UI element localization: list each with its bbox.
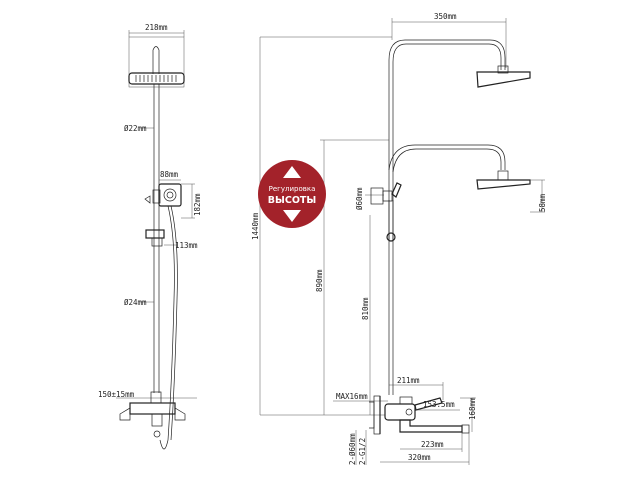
slide-holder <box>145 229 165 239</box>
bath-spout <box>399 419 463 433</box>
side-hand-shower <box>391 182 402 198</box>
lower-pipe-diameter-label: Ø24mm <box>124 298 147 307</box>
head-height-label: 58mm <box>538 193 547 212</box>
height-adjust-badge: Регулировка ВЫСОТЫ <box>258 160 326 228</box>
rain-shower-head <box>128 72 185 85</box>
badge-line-1: Регулировка <box>269 185 316 193</box>
overall-length-label: 320mm <box>408 453 431 462</box>
mixer-depth-label: 211mm <box>397 376 420 385</box>
front-mixer-body <box>129 402 176 415</box>
hand-shower-head <box>158 183 182 207</box>
inlet-spacing-label: 2-Ø60mm <box>348 433 357 465</box>
arm-reach-label: 350mm <box>434 12 457 21</box>
spout-length-label: 223mm <box>421 440 444 449</box>
total-height-label: 1440mm <box>251 212 260 240</box>
center-distance-label: 150±15mm <box>98 390 135 399</box>
shower-hose <box>159 205 175 450</box>
arrow-up-icon <box>283 166 301 178</box>
slide-height-label: 810mm <box>361 297 370 320</box>
holder-offset-label: 113mm <box>175 241 198 250</box>
handshower-height-label: 182mm <box>193 193 202 216</box>
mixer-lever <box>414 397 443 411</box>
top-width-label: 218mm <box>145 23 168 32</box>
spout-offset-label: 153.5mm <box>423 400 455 409</box>
inlet-thread-label: 2-G1/2 <box>358 438 367 465</box>
lower-rain-head <box>476 179 531 190</box>
max-offset-label: MAX16mm <box>336 392 368 401</box>
handshower-width-label: 88mm <box>160 170 179 179</box>
head-diameter-label: Ø60mm <box>355 187 364 210</box>
arrow-down-icon <box>283 210 301 222</box>
shower-nozzles <box>135 75 177 82</box>
upper-rain-head <box>476 71 531 88</box>
side-mixer-body <box>384 403 416 421</box>
side-view: 1440mm 350mm 58mm Ø60mm <box>251 12 547 465</box>
upper-pipe-diameter-label: Ø22mm <box>124 124 147 133</box>
spout-height-label: 168mm <box>468 397 477 420</box>
front-view: 218mm Ø22mm 88mm <box>98 23 202 450</box>
badge-line-2: ВЫСОТЫ <box>268 195 316 206</box>
mixer-height-label: 890mm <box>315 269 324 292</box>
